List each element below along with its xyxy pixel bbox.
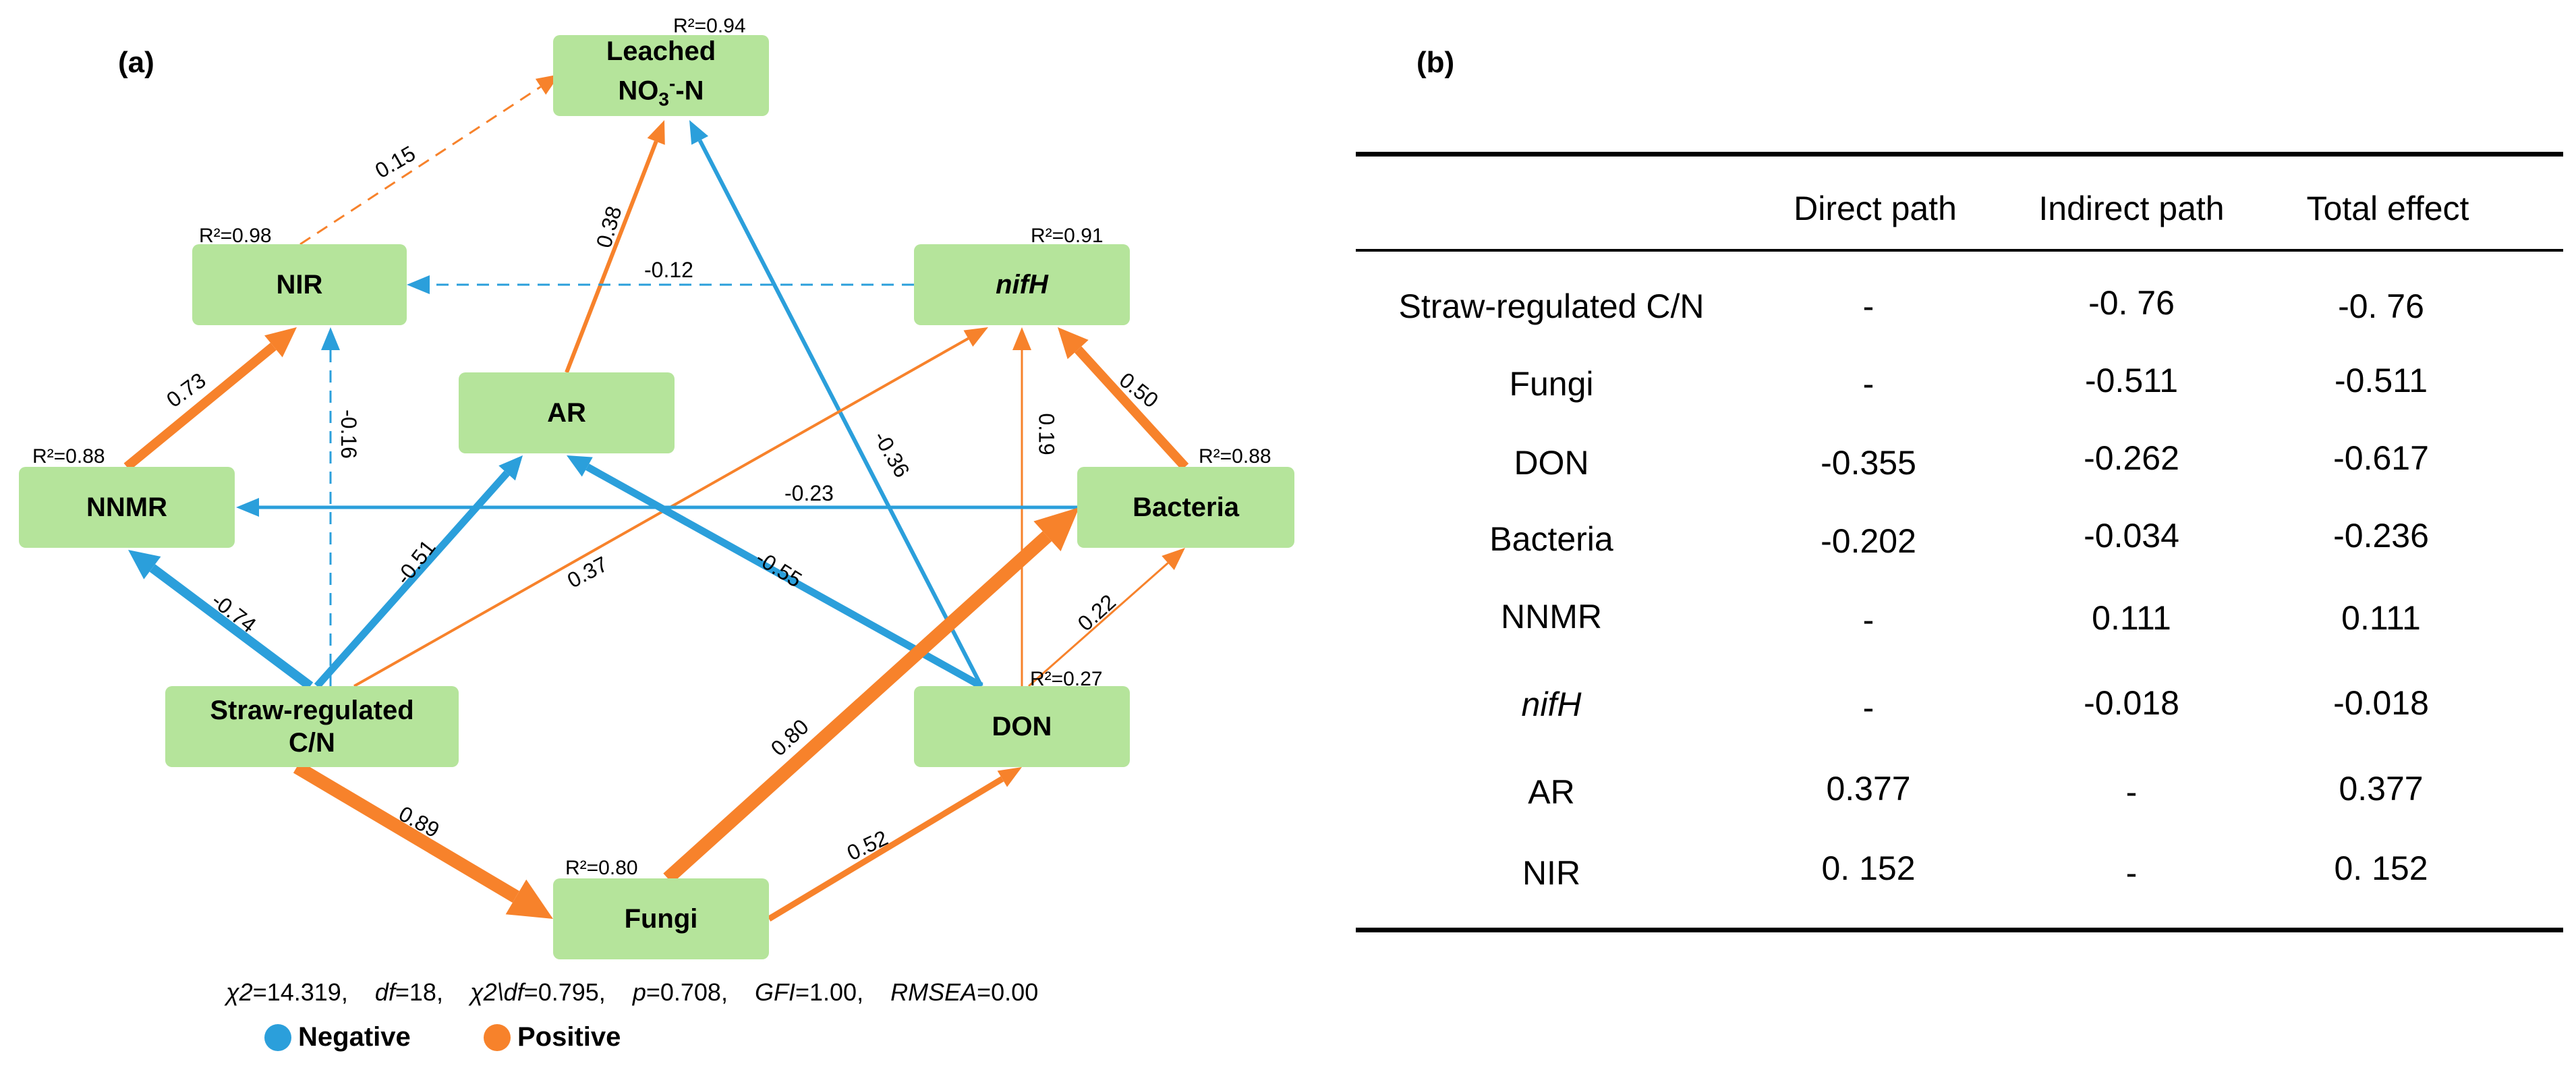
node-bacteria: Bacteria	[1077, 467, 1294, 548]
row-indirect: -	[2125, 773, 2138, 811]
node-leached-line1: Leached	[606, 36, 716, 67]
path-fungi-to-don	[767, 776, 1004, 922]
arrowhead-bacteria-to-nifh	[1058, 327, 1089, 360]
coef-bacteria-nnmr: -0.23	[784, 481, 834, 505]
arrowhead-straw-to-nir	[321, 327, 340, 350]
path-don-to-bacteria	[1028, 562, 1169, 687]
row-total: 0. 152	[2334, 849, 2428, 887]
r2-leached: R²=0.94	[673, 15, 746, 37]
coef-don-nifh: 0.19	[1034, 413, 1059, 455]
arrowhead-don-to-nifh	[1012, 327, 1031, 350]
header-direct-path: Direct path	[1794, 190, 1957, 227]
header-total-effect: Total effect	[2306, 190, 2469, 227]
row-indirect: -0.511	[2084, 362, 2179, 399]
row-total: 0.377	[2339, 770, 2424, 808]
row-direct: 0. 152	[1821, 849, 1916, 887]
row-indirect: -0.018	[2084, 684, 2179, 722]
row-factor: DON	[1514, 444, 1589, 482]
coef-nifh-nir: -0.12	[644, 258, 693, 282]
row-indirect: 0.111	[2092, 599, 2171, 637]
row-total: -0.511	[2334, 362, 2428, 399]
row-total: -0.018	[2333, 684, 2429, 722]
row-factor: NIR	[1522, 854, 1581, 892]
r2-don: R²=0.27	[1030, 668, 1103, 690]
arrowhead-straw-to-nnmr	[128, 550, 161, 580]
row-direct: -	[1862, 689, 1874, 727]
row-direct: -	[1862, 365, 1874, 403]
arrowhead-fungi-to-bacteria	[1033, 507, 1079, 552]
table-header-rule	[1356, 249, 2563, 252]
r2-nifh: R²=0.91	[1031, 225, 1104, 247]
row-indirect: -0. 76	[2088, 284, 2175, 322]
arrowhead-fungi-to-don	[997, 767, 1022, 787]
node-nir: NIR	[192, 244, 407, 325]
node-nifh: nifH	[914, 244, 1130, 325]
path-straw-to-fungi	[293, 761, 520, 903]
arrowhead-nnmr-to-nir	[264, 327, 297, 358]
node-don: DON	[914, 686, 1130, 767]
row-indirect: -	[2125, 854, 2138, 892]
r2-fungi: R²=0.80	[565, 857, 638, 879]
row-total: -0.236	[2333, 517, 2429, 555]
arrowhead-nifh-to-nir	[407, 275, 430, 294]
path-bacteria-to-nifh	[1075, 346, 1189, 470]
row-factor: Fungi	[1509, 365, 1594, 403]
row-direct: 0.377	[1826, 770, 1911, 808]
path-straw-to-nnmr	[149, 564, 314, 690]
node-ar: AR	[459, 372, 675, 453]
row-total: 0.111	[2341, 599, 2421, 637]
header-indirect-path: Indirect path	[2038, 190, 2225, 227]
row-indirect: -0.034	[2084, 517, 2179, 555]
node-fungi: Fungi	[553, 878, 769, 959]
row-direct: -0.202	[1821, 522, 1916, 560]
path-straw-to-ar	[314, 470, 510, 689]
r2-bacteria: R²=0.88	[1199, 445, 1271, 468]
node-straw-regulated-cn: Straw-regulated C/N	[165, 686, 459, 767]
arrowhead-don-to-bacteria	[1162, 548, 1185, 571]
node-leached-no3n: Leached NO3--N	[553, 35, 769, 116]
path-nnmr-to-nir	[123, 343, 277, 471]
r2-nir: R²=0.98	[199, 225, 272, 247]
arrowhead-bacteria-to-nnmr	[236, 498, 259, 517]
negative-dot-icon	[264, 1023, 291, 1051]
table-top-rule	[1356, 152, 2563, 157]
path-ar-to-leached	[565, 140, 658, 374]
arrowhead-straw-to-fungi	[505, 879, 553, 919]
panel-b-label: (b)	[1416, 46, 1455, 79]
arrowhead-don-to-ar	[567, 455, 593, 477]
path-arrows	[123, 74, 1189, 922]
path-nir-to-leached	[299, 86, 542, 246]
row-direct: -	[1862, 601, 1874, 639]
path-fungi-to-bacteria	[663, 531, 1052, 884]
arrowhead-don-to-leached	[689, 120, 709, 145]
row-indirect: -0.262	[2084, 439, 2179, 477]
path-straw-to-nifh	[353, 337, 969, 687]
path-diagram: Leached NO3--N NIR nifH AR NNMR Bacteria…	[19, 15, 1294, 1052]
coef-straw-nir: -0.16	[336, 410, 361, 459]
table-bottom-rule	[1356, 928, 2563, 932]
row-total: -0. 76	[2338, 287, 2424, 325]
panel-a-label: (a)	[118, 46, 154, 79]
arrowhead-ar-to-leached	[647, 120, 665, 145]
row-factor: Straw-regulated C/N	[1398, 287, 1705, 325]
row-total: -0.617	[2333, 439, 2429, 477]
row-factor: Bacteria	[1489, 520, 1613, 558]
legend-negative: Negative	[264, 1022, 411, 1052]
row-factor: NNMR	[1501, 598, 1602, 636]
positive-dot-icon	[484, 1023, 511, 1051]
model-fit-statistics: χ2=14.319, df=18, χ2\df=0.795, p=0.708, …	[226, 978, 1039, 1006]
path-don-to-leached	[697, 139, 983, 687]
row-direct: -	[1862, 287, 1874, 325]
row-factor: nifH	[1521, 685, 1582, 723]
node-nnmr: NNMR	[19, 467, 235, 548]
legend-positive: Positive	[484, 1022, 621, 1052]
arrowhead-straw-to-ar	[498, 455, 523, 481]
arrowhead-straw-to-nifh	[963, 327, 988, 347]
r2-nnmr: R²=0.88	[32, 445, 105, 468]
row-factor: AR	[1528, 773, 1575, 811]
row-direct: -0.355	[1821, 444, 1916, 482]
